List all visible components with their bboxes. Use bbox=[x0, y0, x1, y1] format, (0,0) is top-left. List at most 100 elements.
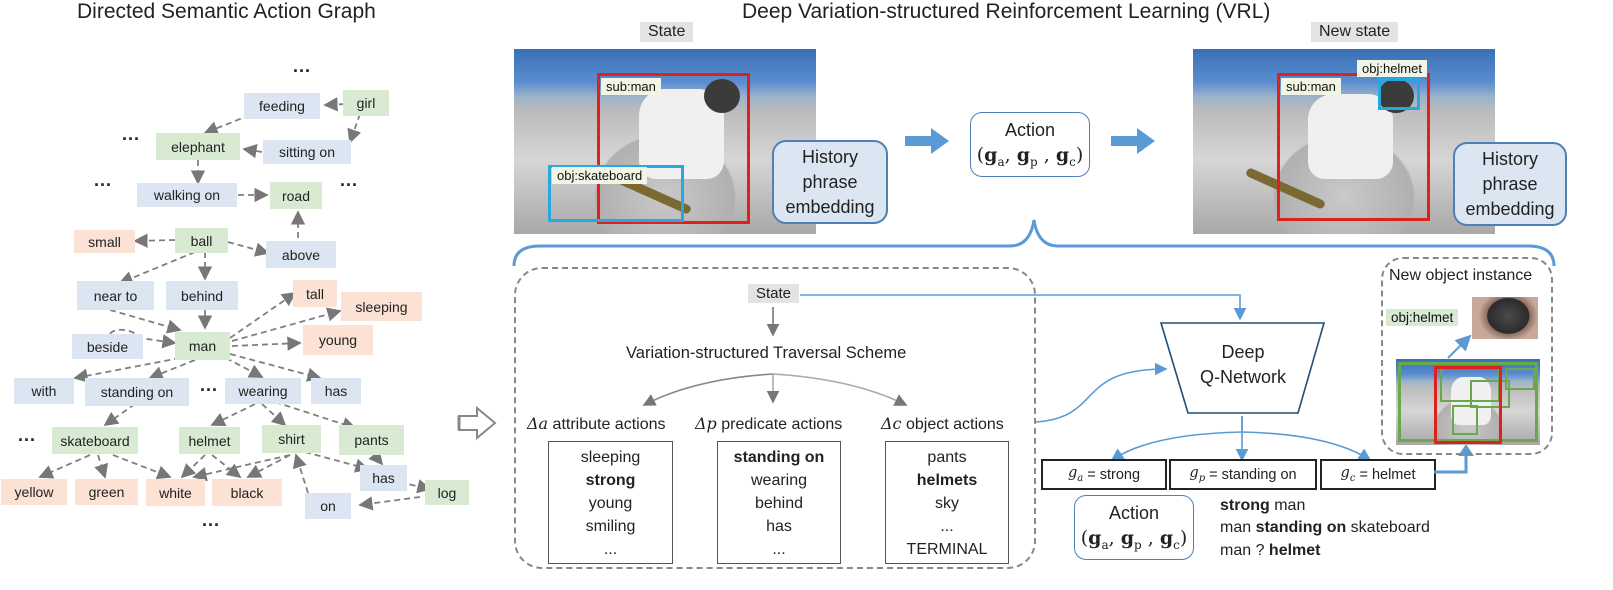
node-standing-on: standing on bbox=[85, 378, 189, 406]
list-item: ... bbox=[940, 518, 954, 535]
phrase-1: strong man bbox=[1220, 497, 1306, 514]
node-shirt: shirt bbox=[262, 425, 321, 453]
scheme-panel bbox=[514, 267, 1036, 569]
node-beside: beside bbox=[72, 334, 143, 359]
state-label: State bbox=[640, 22, 694, 42]
node-pants: pants bbox=[339, 425, 404, 455]
node-tall: tall bbox=[293, 280, 337, 307]
list-item: helmets bbox=[916, 472, 978, 489]
attribute-actions-label: Δa attribute actions bbox=[527, 414, 666, 433]
obj-skateboard-box bbox=[548, 165, 684, 222]
sub-man-tag: sub:man bbox=[601, 78, 661, 95]
hollow-arrow-icon bbox=[457, 405, 497, 441]
list-item: pants bbox=[927, 449, 967, 466]
node-young: young bbox=[303, 325, 373, 355]
node-log: log bbox=[425, 480, 469, 505]
node-green: green bbox=[75, 479, 138, 505]
flow-arrows bbox=[905, 128, 1155, 154]
right-title: Deep Variation-structured Reinforcement … bbox=[742, 0, 1271, 23]
node-man: man bbox=[175, 332, 230, 360]
graph-ellipsis: ... bbox=[122, 124, 141, 144]
graph-ellipsis: ... bbox=[18, 425, 37, 445]
state-image bbox=[514, 49, 816, 234]
sub-man-box bbox=[597, 73, 750, 224]
node-above: above bbox=[266, 241, 336, 268]
attribute-actions-list: sleeping strong young smiling ... bbox=[548, 441, 673, 564]
node-elephant: elephant bbox=[156, 133, 240, 160]
new-obj-helmet-box bbox=[1378, 78, 1420, 110]
new-obj-helmet-tag: obj:helmet bbox=[1357, 60, 1427, 77]
dqn-output-arrows bbox=[1110, 416, 1372, 462]
node-behind: behind bbox=[166, 281, 238, 310]
action-box-bottom: Action (ga, gp , gc) bbox=[1074, 495, 1194, 560]
action-formula: (ga, gp , gc) bbox=[1080, 527, 1188, 552]
left-title: Directed Semantic Action Graph bbox=[77, 0, 376, 23]
candidate-man-box bbox=[1434, 366, 1502, 444]
candidate-box bbox=[1505, 368, 1535, 390]
node-white: white bbox=[146, 479, 205, 506]
object-actions-label: Δc object actions bbox=[881, 414, 1004, 433]
node-wearing: wearing bbox=[225, 378, 301, 404]
list-item: sky bbox=[935, 495, 959, 512]
action-formula: (ga, gp , gc) bbox=[976, 144, 1084, 169]
node-skateboard: skateboard bbox=[52, 427, 138, 454]
helmet-crop-image bbox=[1472, 297, 1538, 339]
list-item: standing on bbox=[733, 449, 825, 466]
node-sitting-on: sitting on bbox=[263, 140, 351, 164]
scheme-arrows bbox=[642, 294, 1247, 423]
new-object-tag: obj:helmet bbox=[1386, 309, 1459, 326]
node-has-2: has bbox=[360, 465, 407, 491]
phrase-2: man standing on skateboard bbox=[1220, 519, 1430, 536]
node-with: with bbox=[14, 378, 74, 404]
candidate-box bbox=[1398, 362, 1538, 442]
brace bbox=[512, 219, 1556, 267]
graph-edges bbox=[38, 97, 432, 511]
node-girl: girl bbox=[343, 90, 389, 116]
node-feeding: feeding bbox=[244, 93, 320, 119]
scheme-title: Variation-structured Traversal Scheme bbox=[626, 344, 907, 362]
graph-ellipsis: ... bbox=[293, 56, 312, 76]
node-near-to: near to bbox=[77, 281, 154, 310]
graph-ellipsis: ... bbox=[340, 170, 359, 190]
node-road: road bbox=[270, 182, 322, 209]
list-item: behind bbox=[754, 495, 804, 512]
list-item: sleeping bbox=[580, 449, 641, 466]
new-sub-man-tag: sub:man bbox=[1281, 78, 1341, 95]
list-item: young bbox=[588, 495, 633, 512]
crop-arrow bbox=[1447, 334, 1472, 359]
node-yellow: yellow bbox=[1, 479, 67, 505]
candidate-box bbox=[1452, 405, 1478, 435]
gp-output-box: gp = standing on bbox=[1169, 459, 1317, 490]
new-object-title: New object instance bbox=[1389, 267, 1533, 284]
node-on: on bbox=[305, 493, 351, 519]
graph-ellipsis: ... bbox=[200, 375, 219, 395]
object-actions-list: pants helmets sky ... TERMINAL bbox=[885, 441, 1009, 564]
graph-ellipsis: ... bbox=[202, 510, 221, 530]
action-box-top: Action (ga, gp , gc) bbox=[970, 112, 1090, 177]
list-item: smiling bbox=[585, 518, 636, 535]
list-item: strong bbox=[585, 472, 636, 489]
list-item: ... bbox=[772, 541, 786, 558]
node-ball: ball bbox=[175, 228, 228, 253]
node-walking-on: walking on bbox=[137, 183, 237, 207]
list-item: TERMINAL bbox=[906, 541, 988, 558]
predicate-actions-label: Δp predicate actions bbox=[695, 414, 843, 433]
new-state-label: New state bbox=[1311, 22, 1399, 42]
list-item: ... bbox=[603, 541, 618, 558]
node-has: has bbox=[311, 378, 361, 404]
graph-ellipsis: ... bbox=[94, 170, 113, 190]
node-small: small bbox=[74, 230, 135, 253]
list-item: has bbox=[766, 518, 792, 535]
node-helmet: helmet bbox=[179, 427, 240, 454]
obj-skateboard-tag: obj:skateboard bbox=[552, 167, 648, 184]
gc-output-box: gc = helmet bbox=[1320, 459, 1436, 490]
new-sub-man-box bbox=[1277, 73, 1430, 221]
node-black: black bbox=[212, 479, 282, 506]
phrase-3: man ? helmet bbox=[1220, 542, 1321, 559]
candidate-box bbox=[1470, 380, 1510, 408]
node-sleeping: sleeping bbox=[341, 292, 422, 321]
list-item: wearing bbox=[750, 472, 808, 489]
